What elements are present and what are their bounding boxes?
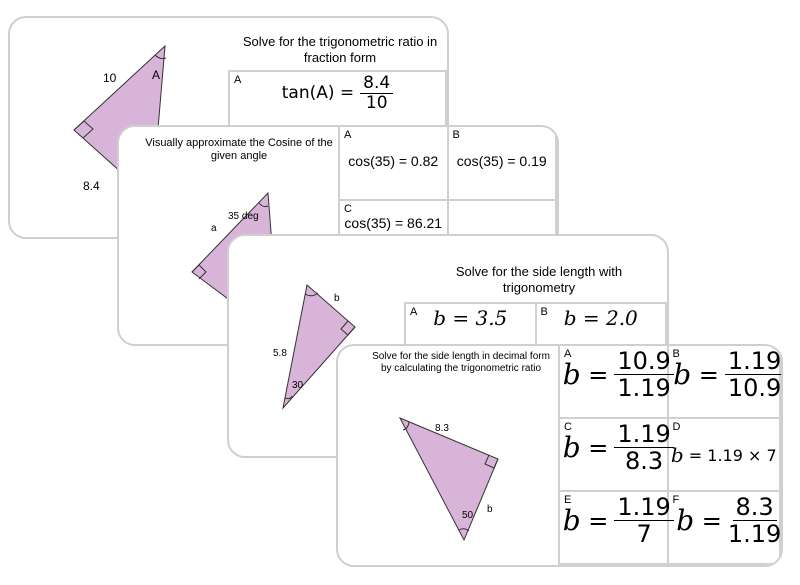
denominator: 8.3 [625,447,664,476]
equals-sign: = [701,506,722,535]
option-letter: A [234,74,242,86]
option-letter: F [672,494,680,506]
question-title: Solve for the side length with trigonome… [455,264,623,295]
question-title: Solve for the trigonometric ratio in fra… [242,34,438,65]
angle-label: A [152,68,161,82]
expression: cos(35) = 0.82 [348,153,439,169]
expression: cos(35) = 0.19 [456,153,547,169]
side-label: b [334,293,340,304]
expression: = 1.19 × 7 [688,445,777,465]
denominator: 1.19 [727,520,782,549]
variable: b [562,504,581,538]
option-letter: A [564,348,572,360]
right-triangle-diagram [398,417,499,542]
equals-sign: = [588,433,609,462]
option-letter: A [344,129,352,141]
expression-lhs: tan(A) = [281,83,355,104]
hypotenuse-label: 10 [103,71,117,85]
variable: b [670,443,684,467]
variable: b [676,504,695,538]
side-label: b [487,504,493,515]
option-letter: E [564,494,572,506]
numerator: 1.19 [724,348,781,376]
expression: cos(35) = 86.21 [344,215,443,231]
question-title: Visually approximate the Cosine of the g… [145,137,333,163]
variable: b [562,431,581,465]
option-letter: B [540,306,548,318]
option-letter: C [344,203,352,215]
angle-label: 50 [462,510,474,521]
expression: b = 2.0 [563,306,638,330]
equals-sign: = [588,360,609,389]
numerator: 8.4 [360,74,394,94]
numerator: 10.9 [614,348,674,376]
expression: b = 3.5 [433,306,508,330]
option-letter: D [672,421,681,433]
option-letter: B [452,129,460,141]
option-letter: C [564,421,572,433]
variable: b [673,358,692,392]
angle-label: 35 deg [228,211,259,222]
option-letter: B [672,348,680,360]
angle-label: 30 [292,380,304,391]
denominator: 10 [365,92,388,113]
hypotenuse-label: 5.8 [273,348,287,359]
numerator: 1.19 [614,494,674,522]
equals-sign: = [698,360,719,389]
side-label: a [211,223,217,234]
right-triangle-diagram [282,284,356,410]
leg-label: 8.4 [83,179,100,193]
denominator: 7 [636,520,652,549]
denominator: 10.9 [727,374,782,403]
numerator: 1.19 [614,421,674,449]
variable: b [562,358,581,392]
numerator: 8.3 [732,494,777,522]
denominator: 1.19 [617,374,671,403]
equals-sign: = [588,506,609,535]
option-letter: A [410,306,418,318]
question-title: Solve for the side length in decimal for… [372,351,550,374]
worksheet-card-decimal[interactable]: 8.3 50 b Solve for the side length in de… [336,344,783,567]
hypotenuse-label: 8.3 [435,423,449,434]
